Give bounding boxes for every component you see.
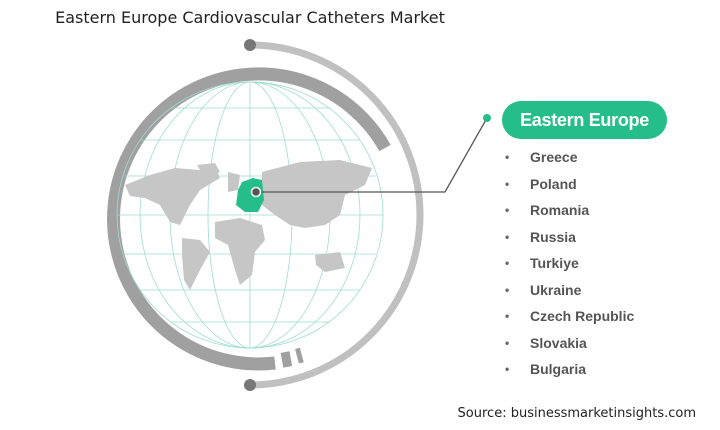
ring-tick — [295, 347, 304, 364]
region-badge: Eastern Europe — [502, 101, 667, 139]
location-marker — [250, 186, 262, 198]
dark-ring-arc — [107, 67, 391, 371]
eastern-europe-highlight — [236, 178, 264, 212]
country-name: Ukraine — [530, 281, 582, 298]
list-item: •Slovakia — [505, 332, 634, 359]
source-text: Source: businessmarketinsights.com — [457, 406, 696, 421]
country-name: Czech Republic — [530, 308, 635, 324]
country-name: Poland — [530, 175, 577, 192]
list-item: •Romania — [505, 199, 634, 226]
list-item: •Poland — [505, 173, 634, 200]
country-name: Turkiye — [530, 255, 579, 271]
list-item: •Greece — [505, 146, 634, 173]
leader-end-dot — [483, 114, 491, 122]
country-name: Slovakia — [530, 334, 587, 351]
country-name: Russia — [530, 228, 576, 245]
world-map — [125, 160, 372, 290]
list-item: •Ukraine — [505, 279, 634, 306]
outer-light-ring — [249, 41, 424, 389]
list-item: •Bulgaria — [505, 358, 634, 385]
chart-title: Eastern Europe Cardiovascular Catheters … — [55, 8, 445, 27]
ring-tick — [280, 351, 293, 368]
leader-line — [256, 117, 488, 193]
list-item: •Czech Republic — [505, 305, 634, 332]
list-item: •Russia — [505, 226, 634, 253]
list-item: •Turkiye — [505, 252, 634, 279]
country-name: Romania — [530, 202, 590, 218]
country-name: Bulgaria — [530, 361, 587, 377]
ring-top-dot — [244, 39, 256, 51]
country-name: Greece — [530, 149, 578, 165]
ring-bottom-dot — [244, 379, 256, 391]
country-list: •Greece •Poland •Romania •Russia •Turkiy… — [505, 146, 634, 385]
